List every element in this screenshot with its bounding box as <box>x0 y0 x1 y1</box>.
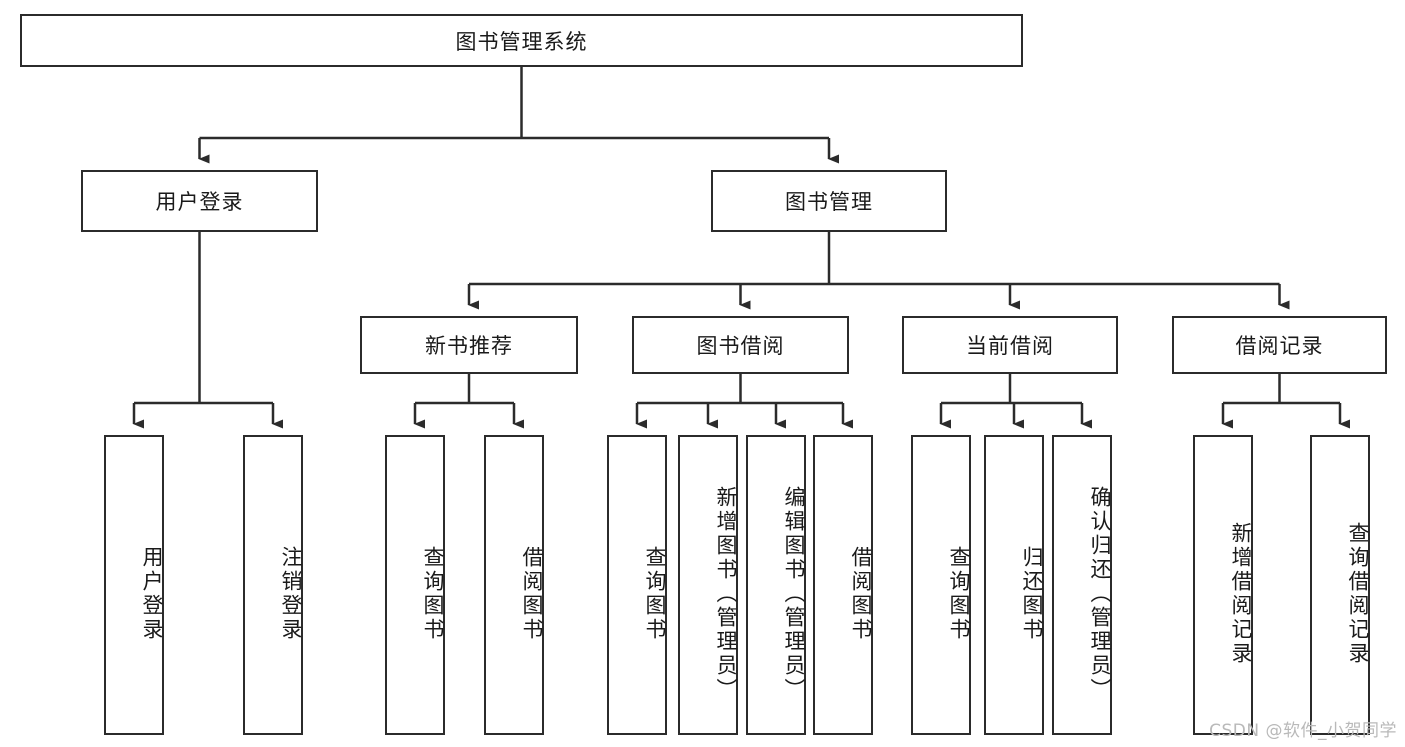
node-leaf-borrow-query[interactable]: 查询图书 <box>607 435 667 735</box>
node-label: 编辑图书（管理员） <box>782 486 806 702</box>
node-root[interactable]: 图书管理系统 <box>20 14 1023 67</box>
node-new-book-rec[interactable]: 新书推荐 <box>360 316 578 374</box>
node-book-manage[interactable]: 图书管理 <box>711 170 947 232</box>
node-label: 确认归还（管理员） <box>1088 486 1112 702</box>
node-leaf-rec-query[interactable]: 查询图书 <box>385 435 445 735</box>
node-label: 用户登录 <box>140 546 164 642</box>
node-label: 当前借阅 <box>966 334 1054 358</box>
node-leaf-user-logout[interactable]: 注销登录 <box>243 435 303 735</box>
node-borrow-record[interactable]: 借阅记录 <box>1172 316 1387 374</box>
node-label: 新增图书（管理员） <box>714 486 738 702</box>
node-leaf-cur-confirm[interactable]: 确认归还（管理员） <box>1052 435 1112 735</box>
node-current-borrow[interactable]: 当前借阅 <box>902 316 1118 374</box>
node-label: 查询图书 <box>421 546 445 642</box>
node-label: 借阅图书 <box>520 546 544 642</box>
node-label: 借阅记录 <box>1235 334 1324 358</box>
node-leaf-borrow-add[interactable]: 新增图书（管理员） <box>678 435 738 735</box>
node-label: 查询图书 <box>947 546 971 642</box>
node-leaf-rec-add[interactable]: 新增借阅记录 <box>1193 435 1253 735</box>
node-leaf-user-login[interactable]: 用户登录 <box>104 435 164 735</box>
node-label: 查询图书 <box>643 546 667 642</box>
node-label: 查询借阅记录 <box>1346 522 1370 666</box>
node-user-login[interactable]: 用户登录 <box>81 170 318 232</box>
node-label: 注销登录 <box>279 546 303 642</box>
node-label: 新增借阅记录 <box>1229 522 1253 666</box>
node-leaf-rec-query-record[interactable]: 查询借阅记录 <box>1310 435 1370 735</box>
node-leaf-cur-query[interactable]: 查询图书 <box>911 435 971 735</box>
csdn-watermark: CSDN @软件_小贺同学 <box>1209 721 1397 741</box>
node-book-borrow[interactable]: 图书借阅 <box>632 316 849 374</box>
node-label: 归还图书 <box>1020 546 1044 642</box>
node-label: 借阅图书 <box>849 546 873 642</box>
node-label: 用户登录 <box>155 190 244 214</box>
node-label: 新书推荐 <box>425 334 513 358</box>
node-label: 图书管理系统 <box>455 29 588 54</box>
node-leaf-borrow-lend[interactable]: 借阅图书 <box>813 435 873 735</box>
node-label: 图书管理 <box>785 190 873 214</box>
node-leaf-borrow-edit[interactable]: 编辑图书（管理员） <box>746 435 806 735</box>
node-label: 图书借阅 <box>696 334 785 358</box>
node-leaf-rec-borrow[interactable]: 借阅图书 <box>484 435 544 735</box>
node-leaf-cur-return[interactable]: 归还图书 <box>984 435 1044 735</box>
